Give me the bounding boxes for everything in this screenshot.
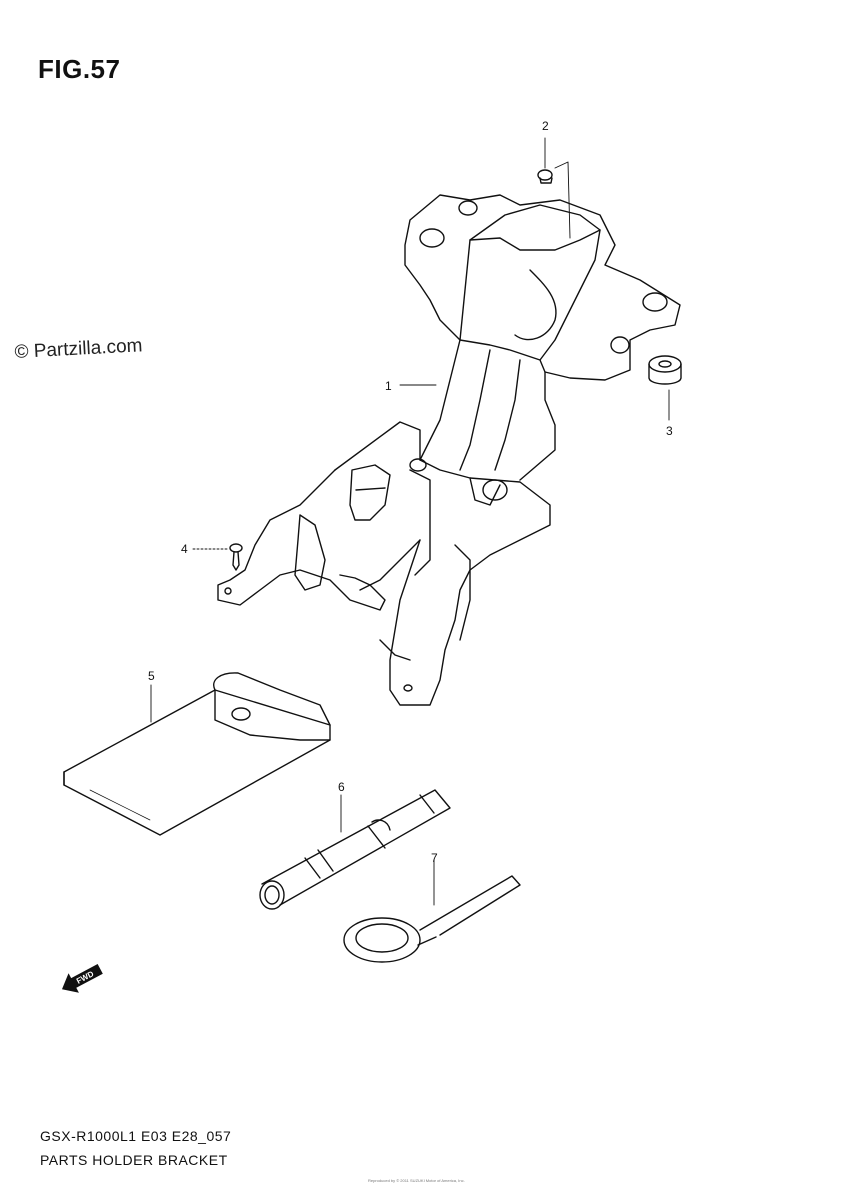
part-3-cushion[interactable] [648, 355, 682, 385]
callout-4: 4 [181, 542, 188, 556]
callout-2: 2 [542, 119, 549, 133]
leader-lines [150, 137, 670, 906]
callout-6: 6 [338, 780, 345, 794]
part-5-tool-bag[interactable] [63, 672, 331, 836]
footer-part-name: PARTS HOLDER BRACKET [40, 1152, 228, 1168]
callout-1: 1 [385, 379, 392, 393]
callout-5: 5 [148, 669, 155, 683]
figure-title: FIG.57 [38, 54, 121, 84]
part-2-screw[interactable] [537, 169, 553, 184]
part-6-wrench[interactable] [259, 789, 451, 910]
forward-arrow-icon: FWD [62, 964, 103, 993]
part-4-screw[interactable] [229, 543, 243, 571]
footer-model-code: GSX-R1000L1 E03 E28_057 [40, 1128, 232, 1144]
part-1-bracket[interactable] [217, 194, 681, 706]
part-7-handle[interactable] [343, 875, 521, 963]
callout-3: 3 [666, 424, 673, 438]
copyright-note: Reproduced by © 2011 SUZUKI Motor of Ame… [368, 1178, 465, 1183]
callout-7: 7 [431, 851, 438, 865]
callout-labels: 2 1 3 4 5 6 7 [148, 119, 673, 865]
